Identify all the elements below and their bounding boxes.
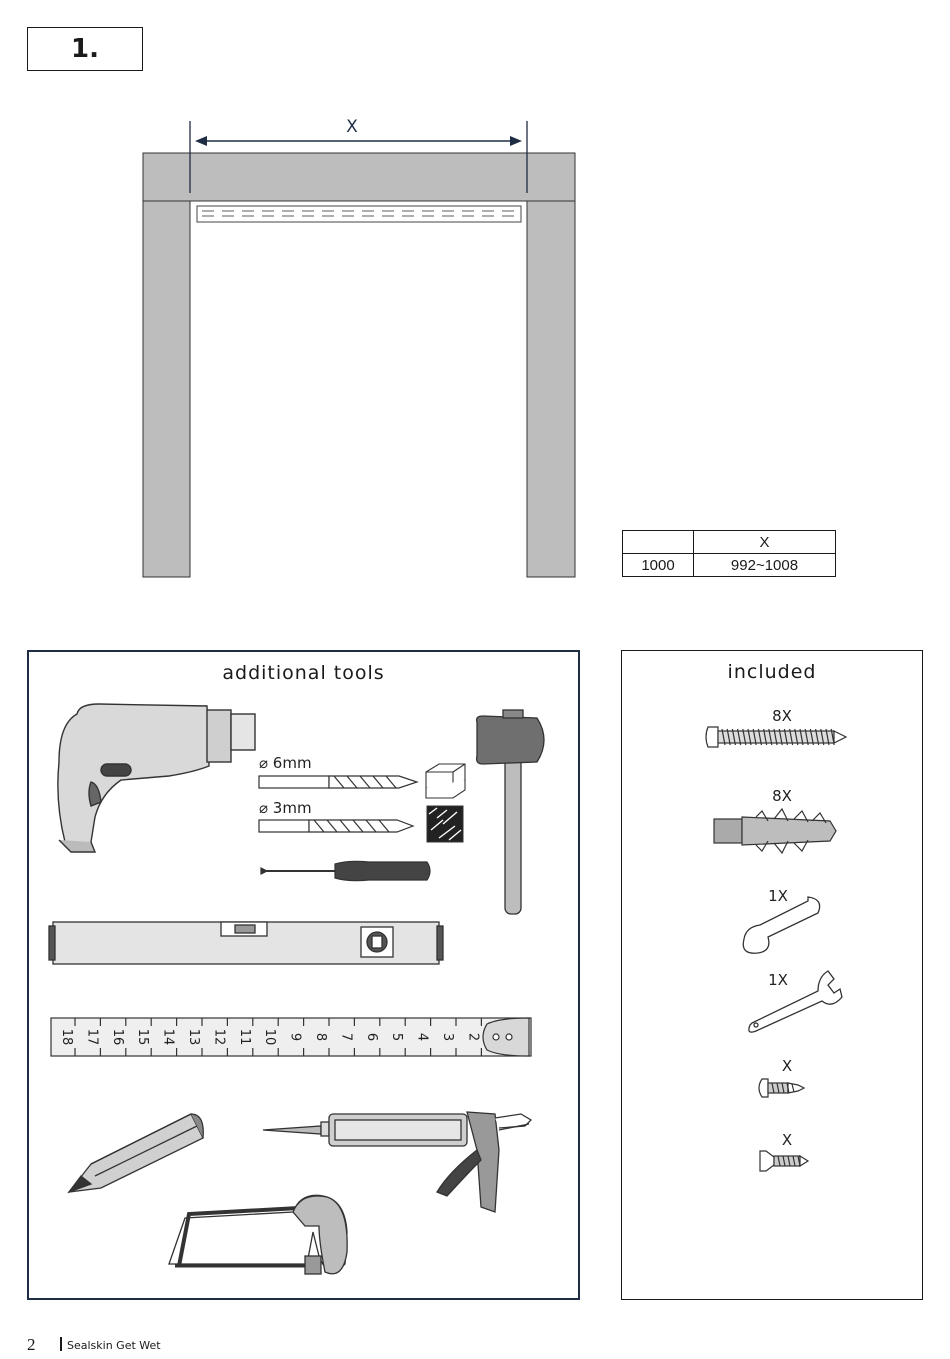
dimension-table: X 1000 992~1008	[622, 530, 836, 577]
table-row: 1000 992~1008	[623, 554, 836, 577]
table-header-row: X	[623, 531, 836, 554]
power-drill-icon	[58, 704, 255, 852]
ruler-mark-label: 11	[237, 1029, 252, 1046]
caulking-gun-icon	[263, 1112, 531, 1212]
included-illustration: 8X 8X 1X 1X X X	[622, 651, 921, 1297]
step-number: 1.	[71, 34, 99, 64]
ruler-mark-label: 13	[186, 1029, 201, 1046]
table-cell: 1000	[623, 554, 694, 577]
footer-divider	[60, 1337, 62, 1351]
footer-brand: Sealskin Get Wet	[67, 1339, 161, 1352]
long-screw-icon	[706, 727, 846, 747]
ruler-mark-label: 15	[135, 1029, 150, 1046]
mallet-icon	[477, 710, 544, 914]
drill-bit-6mm-icon	[259, 776, 417, 788]
hex-key-icon	[743, 897, 819, 953]
ruler-mark-label: 12	[211, 1029, 226, 1046]
ruler-mark-label: 4	[415, 1033, 430, 1041]
frame-diagram: X	[140, 115, 580, 580]
spirit-level-icon	[49, 922, 443, 964]
ruler-mark-label: 17	[84, 1029, 99, 1046]
table-cell: 992~1008	[694, 554, 836, 577]
page-number: 2	[27, 1335, 36, 1355]
drill-bit-3mm-label: ⌀ 3mm	[259, 799, 312, 817]
ruler-mark-label: 3	[440, 1033, 455, 1041]
frame-left-post	[143, 201, 190, 577]
additional-tools-panel: additional tools ⌀ 6mm ⌀ 3mm	[27, 650, 580, 1300]
table-header-cell: X	[694, 531, 836, 554]
qty-countersunk-screw: X	[782, 1131, 792, 1149]
qty-pan-head-screw: X	[782, 1057, 792, 1075]
frame-right-post	[527, 201, 575, 577]
dimension-label: X	[346, 117, 358, 137]
drill-bit-3mm-icon	[259, 820, 413, 832]
ruler-mark-label: 16	[110, 1029, 125, 1046]
drill-bit-6mm-label: ⌀ 6mm	[259, 754, 312, 772]
frame-top-beam	[143, 153, 575, 201]
pan-head-screw-icon	[759, 1079, 804, 1097]
ruler-mark-label: 6	[364, 1033, 379, 1041]
brick-icon	[426, 764, 465, 798]
top-profile-strip	[197, 206, 521, 222]
qty-wrench: 1X	[768, 971, 788, 989]
qty-hex-key: 1X	[768, 887, 788, 905]
tools-illustration: ⌀ 6mm ⌀ 3mm	[29, 652, 578, 1298]
countersunk-screw-icon	[760, 1151, 808, 1171]
wrench-icon	[749, 971, 842, 1032]
hacksaw-icon	[169, 1195, 347, 1274]
ruler-mark-label: 9	[288, 1033, 303, 1041]
ruler-mark-label: 14	[161, 1029, 176, 1046]
folding-ruler-icon: 18 17 16 15 14 13 12 11 10 9 8 7 6 5 4 3 2	[51, 1018, 531, 1056]
pencil-icon	[69, 1114, 203, 1192]
ruler-mark-label: 8	[313, 1033, 328, 1041]
tile-icon	[427, 806, 463, 842]
included-panel: included 8X 8X 1X 1X X	[621, 650, 923, 1300]
wall-plug-icon	[714, 809, 836, 853]
step-number-box: 1.	[27, 27, 143, 71]
ruler-mark-label: 10	[262, 1029, 277, 1046]
qty-wall-plug: 8X	[772, 787, 792, 805]
table-header-cell	[623, 531, 694, 554]
ruler-mark-label: 7	[338, 1033, 353, 1041]
screwdriver-icon	[261, 861, 430, 880]
qty-long-screw: 8X	[772, 707, 792, 725]
ruler-mark-label: 5	[389, 1033, 404, 1041]
ruler-mark-label: 2	[465, 1033, 480, 1041]
ruler-mark-label: 18	[59, 1029, 74, 1046]
